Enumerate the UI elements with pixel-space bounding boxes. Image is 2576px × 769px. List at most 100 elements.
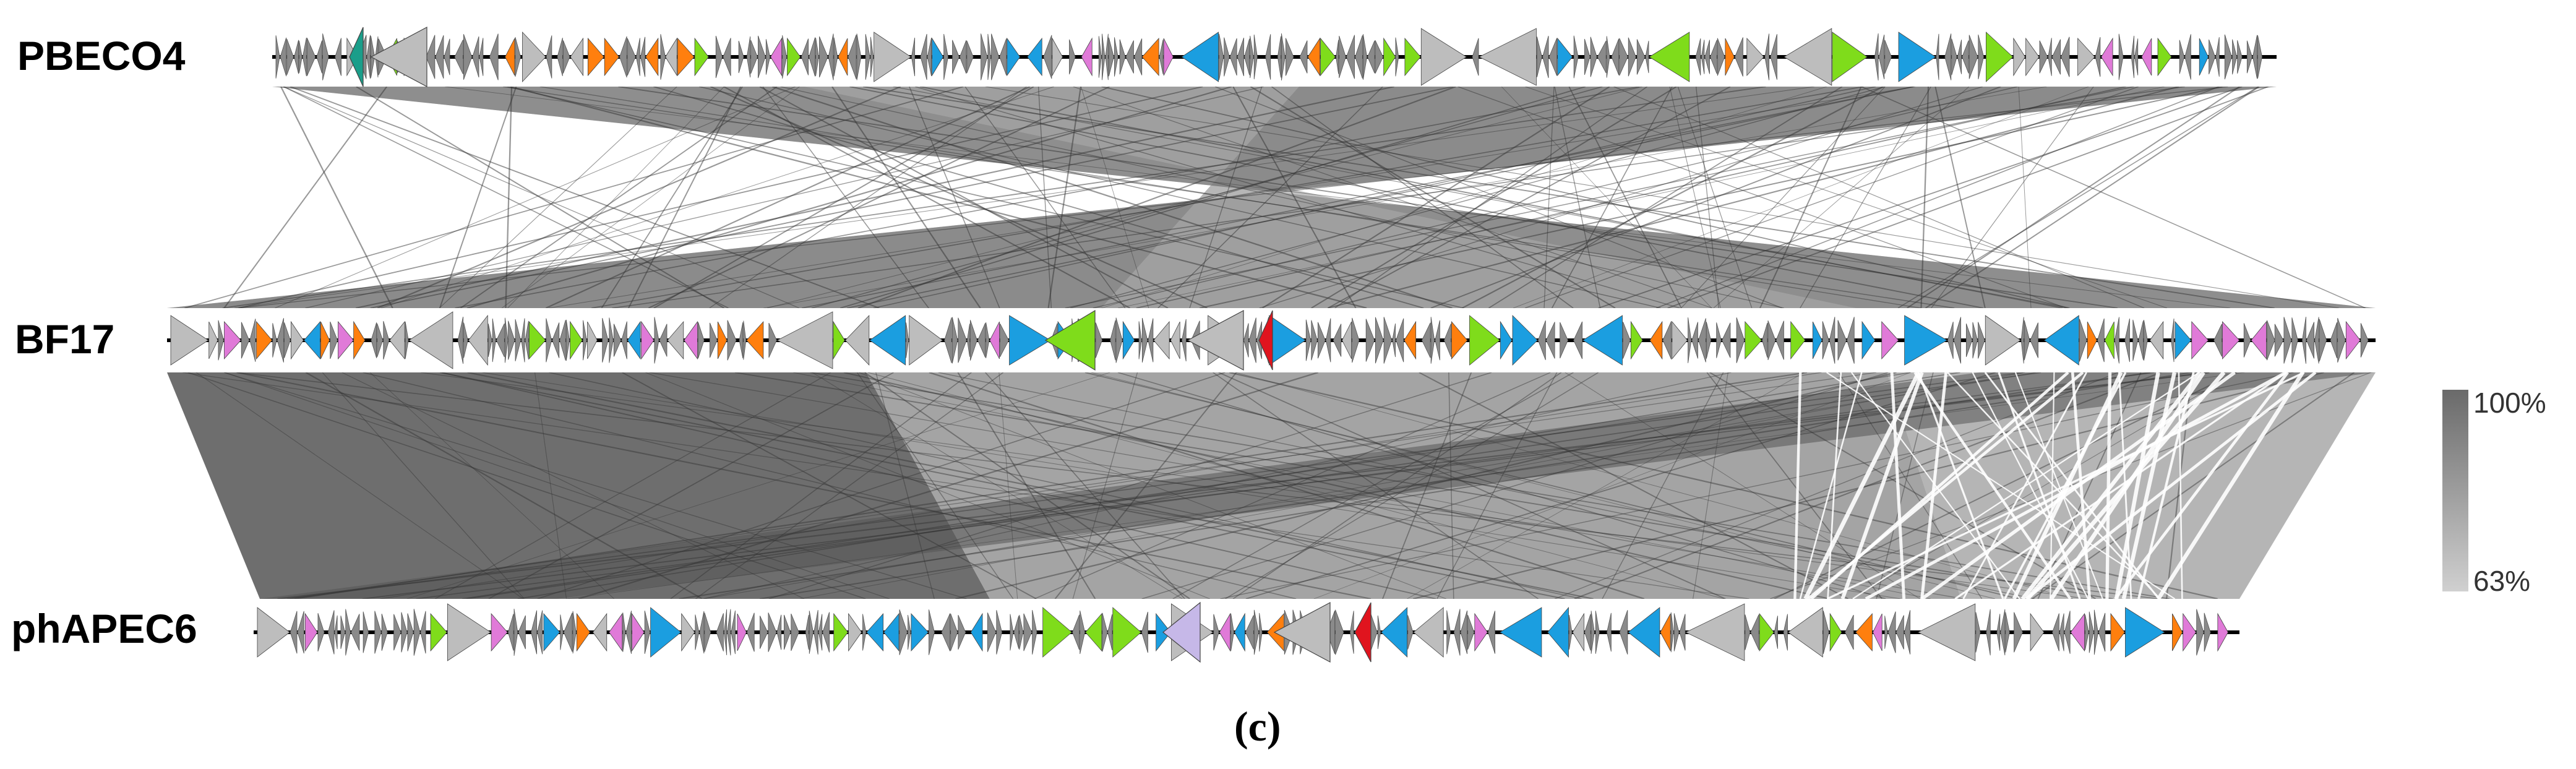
gene-arrow [1790,320,1806,360]
gene-arrow [1085,612,1102,652]
similarity-line [462,372,1960,599]
similarity-line [290,372,2024,599]
similarity-line [843,371,1830,600]
similarity-line [275,86,796,309]
gene-arrow [2302,317,2306,364]
gap-line [2157,371,2304,600]
gene-arrow [1112,607,1142,658]
similarity-line [1602,372,1724,599]
gene-arrow [537,610,543,655]
gene-arrow [1775,320,1784,360]
gene-arrow [1404,320,1417,360]
gene-arrow [952,40,960,74]
gene-arrow [1783,614,1788,651]
similarity-line [182,372,1750,599]
similarity-line [280,86,393,309]
gene-arrow-highlight [349,27,364,87]
gene-arrow [909,315,943,366]
similarity-line [1334,86,1647,309]
gene-arrow [1698,318,1706,363]
similarity-line [1084,372,2019,599]
gene-arrow [521,318,525,363]
similarity-line [1677,86,1753,309]
gap-line [2025,371,2317,600]
gene-arrow [1590,37,1597,77]
gene-arrow [645,37,659,77]
gene-arrow [1285,38,1294,76]
gene-arrow [776,614,782,650]
gene-arrow [716,613,724,651]
gene-arrow [249,319,256,362]
gene-arrow [1170,321,1180,359]
gene-arrow [2144,320,2148,361]
similarity-line [1136,86,2126,309]
gene-arrow [865,34,870,80]
similarity-line [859,372,1446,599]
gene-arrow [1649,32,1690,82]
similarity-line [549,372,1582,599]
gene-arrow [1253,609,1260,655]
gene-arrow [256,320,273,360]
gene-arrow [491,612,508,652]
gene-arrow [320,321,330,359]
similarity-line [1693,372,1728,599]
gene-arrow [1784,28,1832,86]
gene-arrow [1181,32,1219,82]
gene-arrow [809,611,814,654]
gap-line [1954,371,2287,600]
similarity-band-inverted-dark [167,87,2277,308]
gene-arrow [1978,322,1985,359]
similarity-line [780,86,1784,309]
gene-arrow [1947,321,1954,359]
gene-arrow [377,323,384,358]
gene-arrow [504,317,509,363]
gene-arrow [801,38,809,75]
gene-arrow [1413,607,1444,658]
similarity-line [535,372,567,599]
gene-arrow [1479,28,1537,86]
gene-arrow [1679,614,1686,651]
similarity-line [1065,86,2134,309]
gene-arrow [2243,323,2251,358]
identity-legend-bar [2442,390,2468,591]
similarity-line [1232,372,1562,599]
gap-line [2178,372,2183,599]
similarity-line [236,371,1372,600]
gene-arrow [681,612,695,652]
similarity-line [1759,86,1862,309]
gene-arrow [2337,317,2346,363]
similarity-line [1070,86,1886,309]
gene-arrow [833,37,838,77]
gene-arrow [1734,37,1743,77]
gene-arrow [635,38,640,76]
gene-arrow [1917,603,1976,661]
gene-arrow [2134,38,2139,75]
similarity-line [341,372,805,599]
gene-arrow [1623,322,1631,359]
gene-arrow [1628,37,1636,77]
gap-line [1984,372,2160,599]
gene-arrow [2213,324,2222,357]
gap-line [1917,372,2004,599]
gene-arrow [1333,324,1342,357]
gene-arrow [472,36,479,78]
similarity-line [702,372,1732,599]
gene-arrow [1277,36,1281,78]
gene-arrow [874,32,912,82]
gene-arrow [515,37,521,77]
gene-arrow [1234,612,1245,652]
genome-label-pbeco4: PBECO4 [17,33,186,79]
gene-arrow [1746,37,1764,77]
gene-arrow [1253,34,1258,80]
similarity-line [812,372,1183,599]
gene-arrow [496,323,505,358]
gene-arrow [1052,37,1063,77]
gene-arrow [1745,614,1751,650]
similarity-line [734,372,2113,599]
similarity-line [1525,86,2168,309]
similarity-line [909,86,1000,309]
gene-arrow [401,612,408,653]
gene-arrow [848,612,862,652]
gene-arrow [317,612,325,652]
gene-arrow [430,612,447,652]
